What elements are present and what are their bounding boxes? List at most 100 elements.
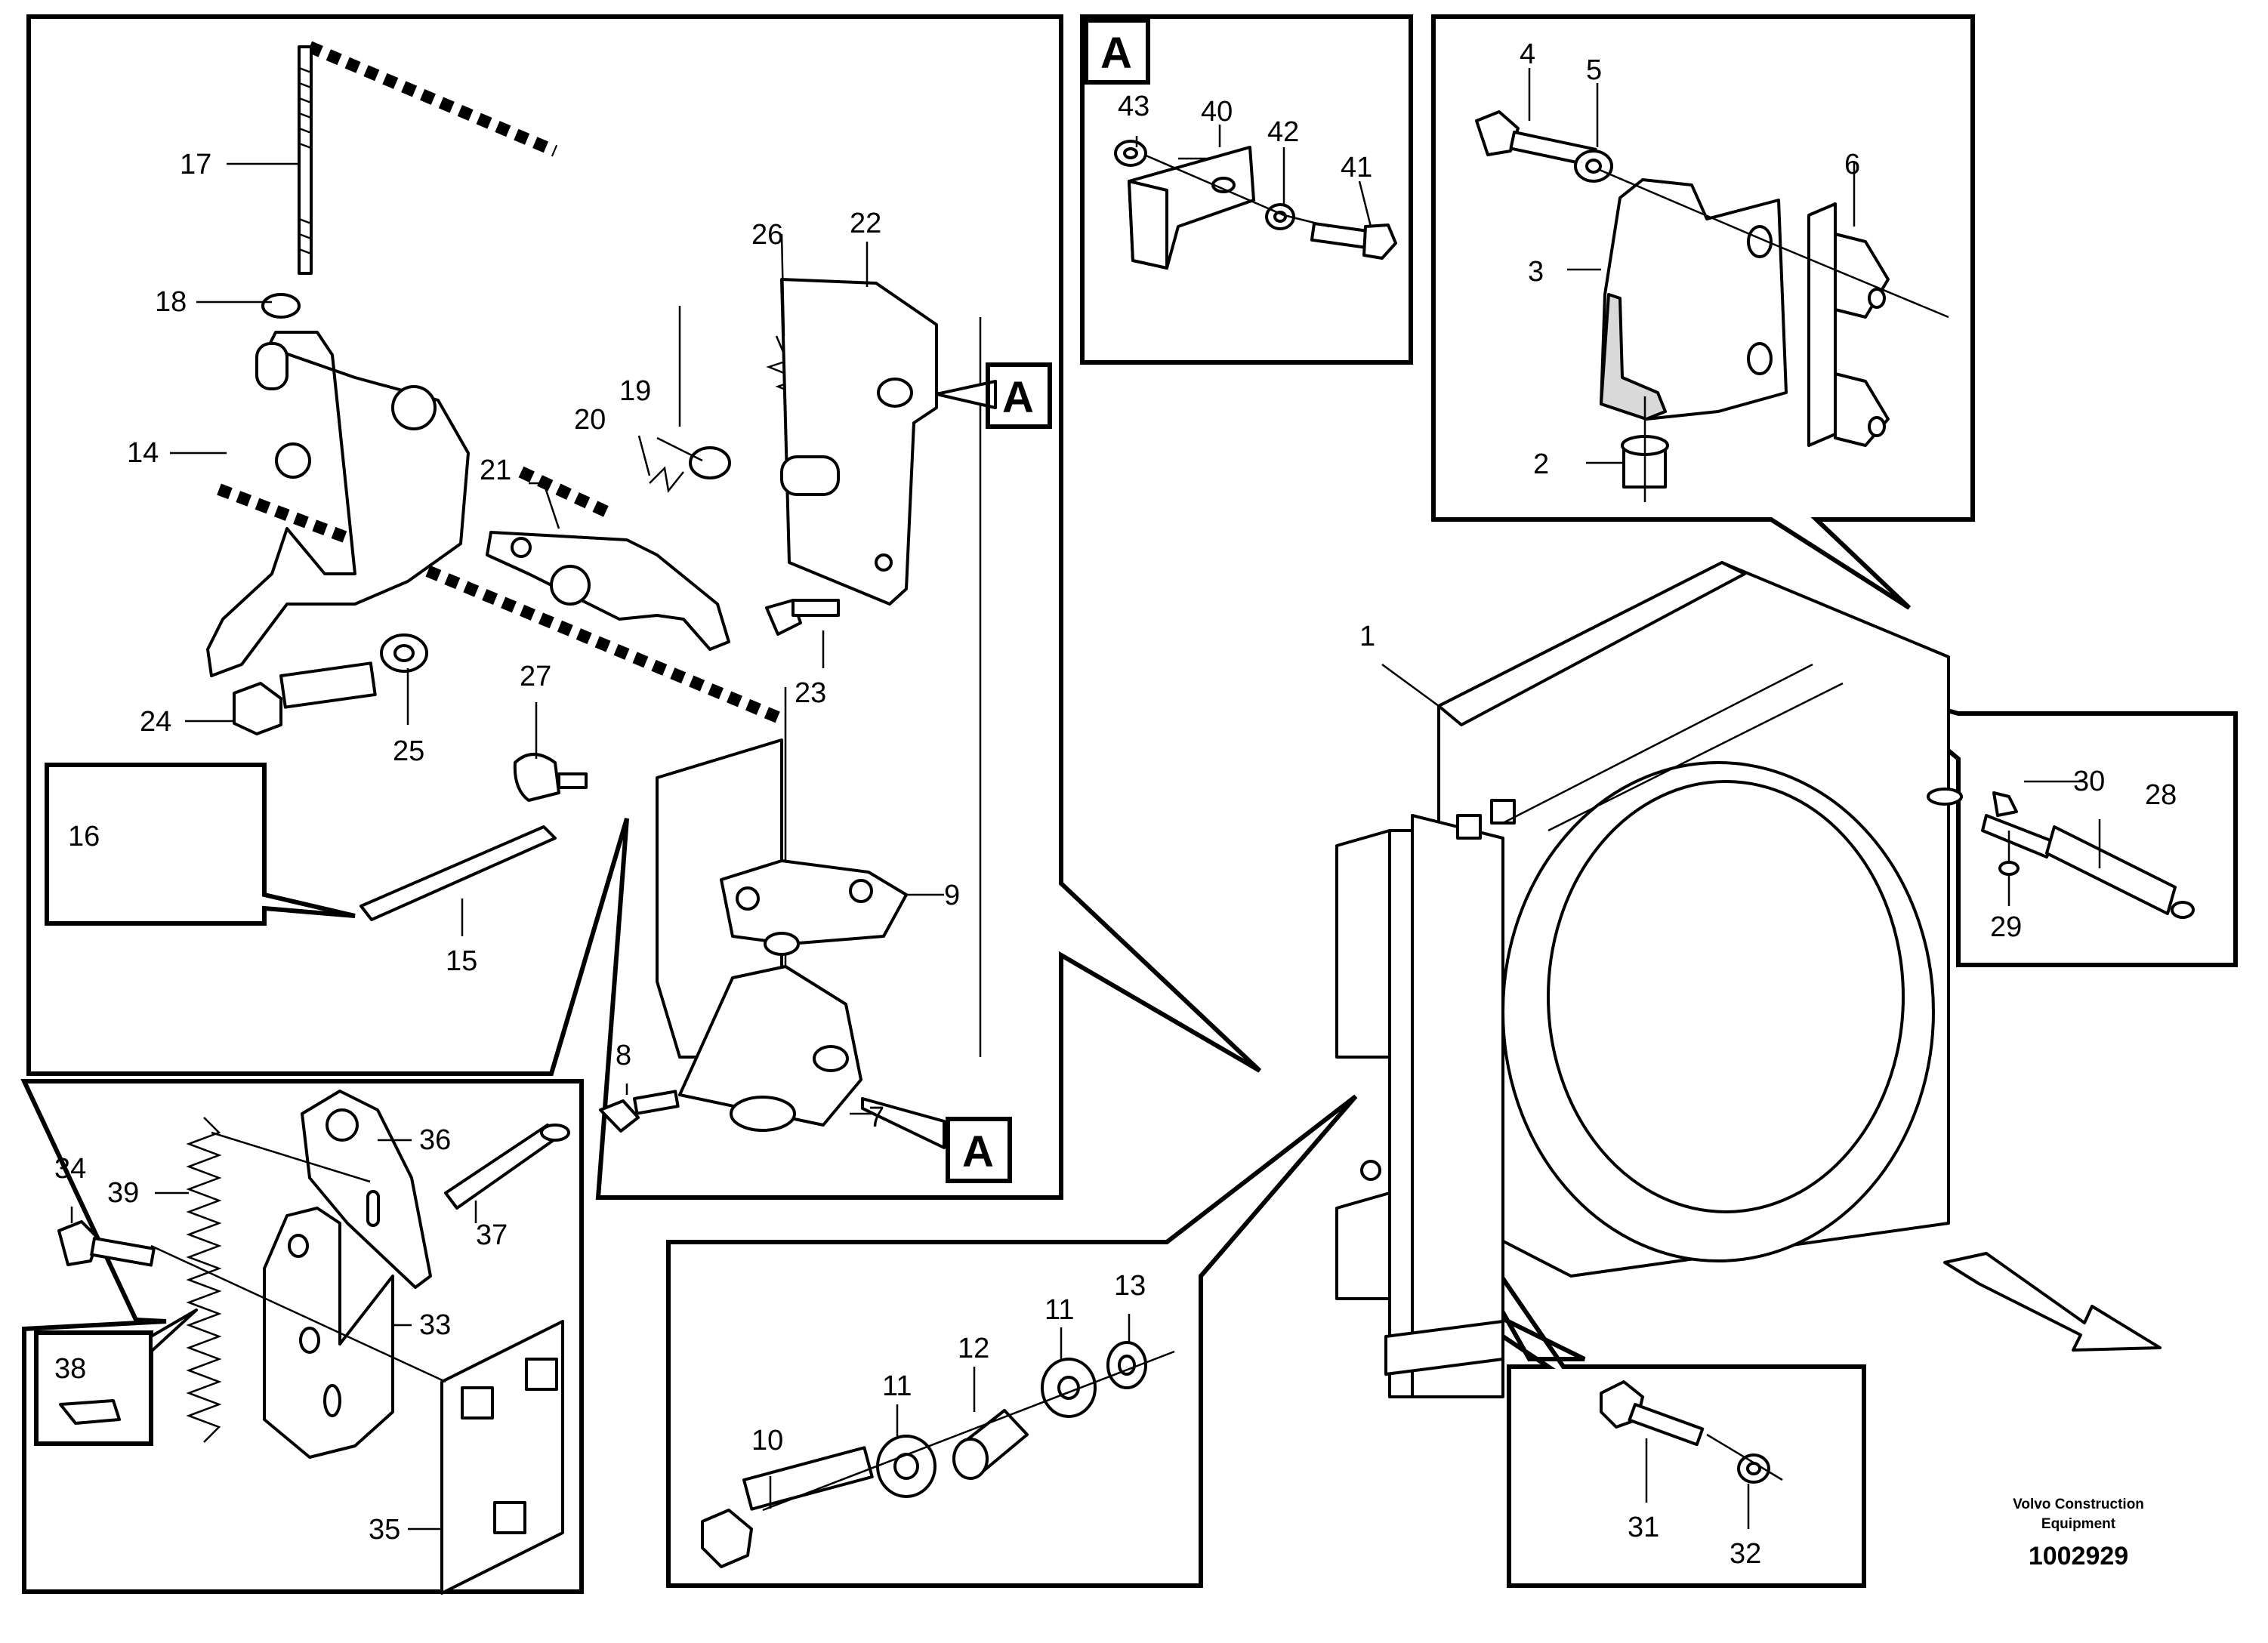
caption-line-1: Volvo Construction <box>2013 1497 2144 1512</box>
frame-detail-a-bracket <box>1080 14 1413 365</box>
frame-bushing-bolt <box>666 1094 1358 1588</box>
gas-strut-28 <box>1927 788 2195 919</box>
rod-17 <box>298 45 313 275</box>
nut-43 <box>1114 140 1147 167</box>
callout-41: 41 <box>1341 152 1372 183</box>
hinge-9 <box>720 859 908 956</box>
callout-37: 37 <box>476 1219 508 1251</box>
callout-32: 32 <box>1730 1538 1761 1570</box>
washer-11b <box>1041 1358 1097 1418</box>
callout-35: 35 <box>369 1514 400 1546</box>
callout-20: 20 <box>574 404 606 436</box>
callout-4: 4 <box>1520 39 1535 70</box>
callout-3: 3 <box>1528 256 1544 288</box>
leader-lines-main <box>170 157 1223 1149</box>
callout-1: 1 <box>1359 621 1375 652</box>
leader-lines-shroud <box>1381 663 2101 906</box>
leader-lines-bushing <box>762 1314 1175 1512</box>
callout-2: 2 <box>1533 449 1549 480</box>
callout-6: 6 <box>1844 149 1860 180</box>
callout-17: 17 <box>180 149 211 180</box>
bolt-8 <box>599 1090 680 1133</box>
direction-arrow <box>1943 1252 2162 1352</box>
detail-ref-a-bracket: A <box>986 362 1052 429</box>
detail-ref-a-top: A <box>1084 18 1150 85</box>
clip-38 <box>59 1399 121 1425</box>
callout-5: 5 <box>1586 54 1602 86</box>
callout-31: 31 <box>1628 1512 1659 1543</box>
callout-36: 36 <box>419 1124 451 1156</box>
washer-19 <box>689 446 731 479</box>
bolt-41 <box>1310 222 1397 260</box>
bolt-31 <box>1600 1380 1705 1447</box>
hinge-7 <box>678 965 862 1132</box>
callout-11a: 11 <box>882 1370 912 1402</box>
pin-29-30 <box>1992 791 2020 876</box>
frame-hinge-block <box>1431 14 1975 610</box>
nut-32 <box>1737 1453 1770 1484</box>
bolt-10 <box>701 1446 874 1568</box>
callout-24: 24 <box>140 706 171 738</box>
bracket-40 <box>1128 146 1255 270</box>
washer-11a <box>876 1435 937 1498</box>
leader-lines-hinge <box>1528 68 1949 502</box>
frame-linkage-main <box>26 14 1262 1200</box>
bracket-33 <box>263 1207 394 1459</box>
callout-26: 26 <box>751 219 783 251</box>
frame-clip-38 <box>34 1309 198 1446</box>
callout-27: 27 <box>520 661 551 692</box>
bolt-34 <box>57 1220 156 1267</box>
caption-line-2: Equipment <box>2041 1516 2116 1532</box>
callout-33: 33 <box>419 1309 451 1341</box>
bushing-12 <box>952 1409 1029 1480</box>
callout-16: 16 <box>68 821 100 852</box>
lever-36 <box>301 1090 432 1289</box>
callout-40: 40 <box>1201 96 1233 128</box>
pin-15 <box>359 825 557 921</box>
callout-13: 13 <box>1114 1270 1146 1302</box>
callout-9: 9 <box>944 880 960 911</box>
bracket-22 <box>780 278 938 606</box>
callout-21: 21 <box>480 455 511 486</box>
washer-5 <box>1574 150 1613 183</box>
bumper-27 <box>513 753 588 802</box>
callout-38: 38 <box>54 1353 86 1385</box>
detail-ref-a-bracket-label: A <box>1002 373 1034 422</box>
callout-22: 22 <box>850 208 881 239</box>
callout-11b: 11 <box>1045 1294 1074 1326</box>
callout-15: 15 <box>446 945 477 977</box>
callout-12: 12 <box>958 1333 989 1364</box>
washer-25 <box>380 633 428 673</box>
callout-28: 28 <box>2145 779 2177 811</box>
callout-7: 7 <box>869 1102 884 1133</box>
drawing-number: 1002929 <box>2029 1542 2128 1571</box>
callout-29: 29 <box>1990 911 2022 943</box>
callout-10: 10 <box>751 1425 783 1457</box>
pin-37 <box>444 1124 570 1210</box>
callout-25: 25 <box>393 735 424 767</box>
callout-18: 18 <box>155 286 187 318</box>
frame-spring-lever <box>20 1079 584 1594</box>
shroud-1 <box>1335 561 1950 1398</box>
leader-lines-spring <box>70 1131 477 1530</box>
callout-labels: 1 2 3 4 5 6 7 8 9 10 11 11 12 13 14 15 1… <box>54 39 2177 1570</box>
callout-19: 19 <box>619 375 651 407</box>
hinge-block-3 <box>1600 178 1788 421</box>
plate-6 <box>1807 202 1890 447</box>
pin-bushing-mid <box>780 455 840 496</box>
nut-18 <box>261 293 301 319</box>
frame-circlip <box>45 763 356 926</box>
nut-13 <box>1106 1341 1147 1389</box>
callout-23: 23 <box>795 677 826 709</box>
callout-8: 8 <box>616 1040 631 1071</box>
callout-34: 34 <box>54 1153 86 1185</box>
detail-ref-a-hinge: A <box>946 1117 1012 1183</box>
detail-ref-a-hinge-label: A <box>962 1127 994 1176</box>
plate-35 <box>440 1320 564 1595</box>
callout-42: 42 <box>1267 116 1299 148</box>
leader-lines-a <box>1135 125 1372 228</box>
spring-39 <box>186 1117 222 1443</box>
bolt-24 <box>233 661 377 735</box>
callout-30: 30 <box>2073 766 2105 797</box>
